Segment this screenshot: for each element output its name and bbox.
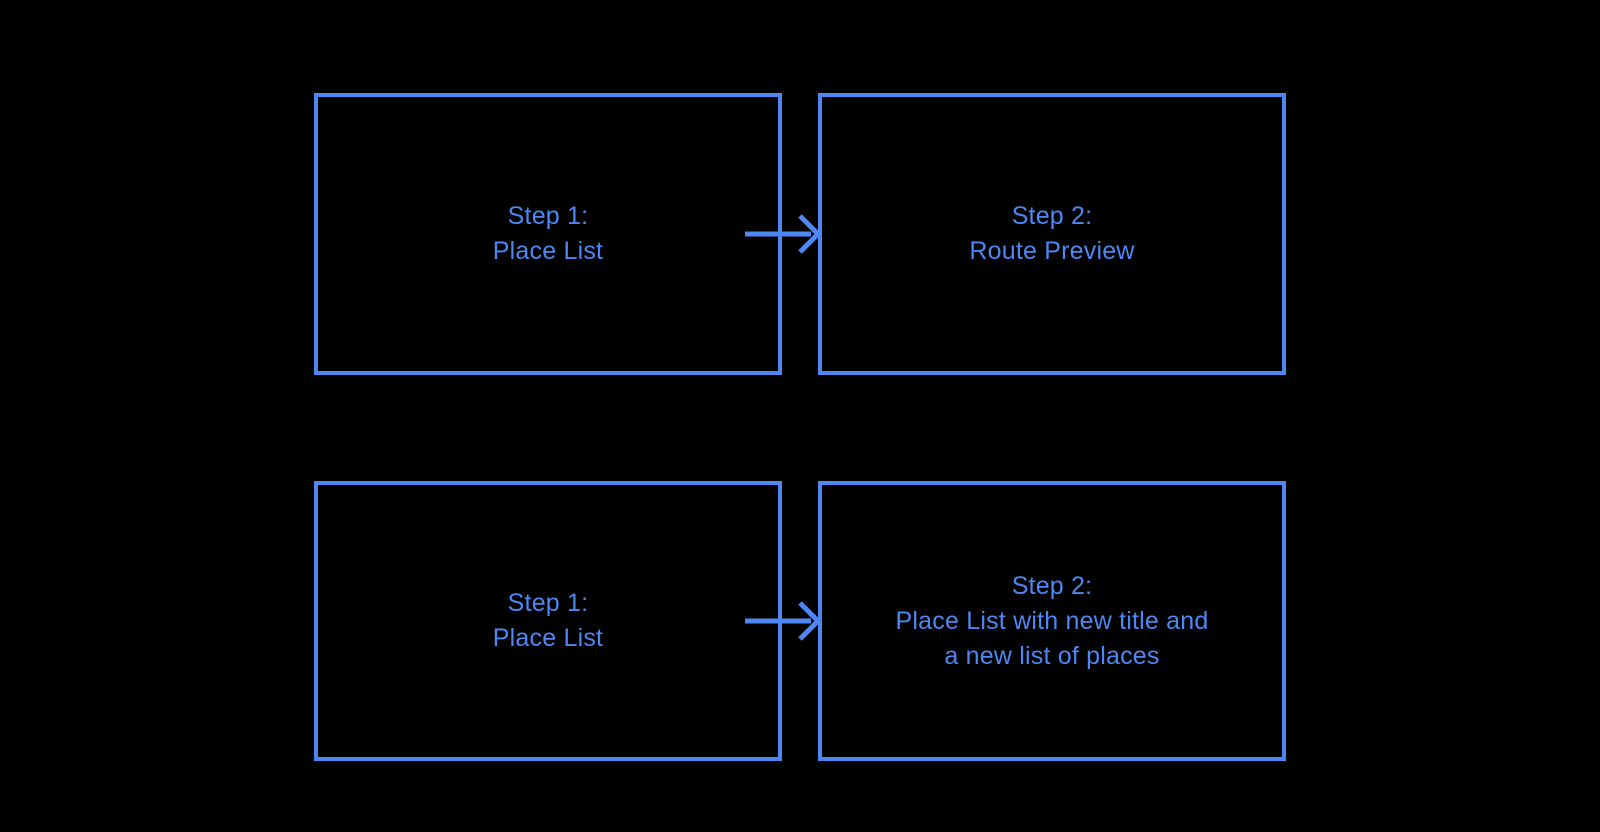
box-label-line: Step 2: (1011, 202, 1093, 230)
box-label-line: Place List (492, 237, 604, 265)
box-label-line: Place List (492, 624, 604, 652)
box-label: Step 1: Place List (493, 199, 603, 269)
box-label: Step 1: Place List (493, 586, 603, 656)
flow-box-step2-new-place-list: Step 2: Place List with new title and a … (818, 481, 1286, 761)
box-label-line: Step 2: (1011, 571, 1093, 600)
flow-box-step1-place-list-bottom: Step 1: Place List (314, 481, 782, 761)
box-label-line: a new list of places (944, 641, 1160, 670)
box-label: Step 2: Route Preview (969, 199, 1134, 269)
box-label: Step 2: Place List with new title and a … (896, 569, 1209, 674)
arrow-right-icon (745, 601, 822, 641)
flow-box-step1-place-list-top: Step 1: Place List (314, 93, 782, 375)
box-label-line: Step 1: (507, 202, 589, 230)
box-label-line: Step 1: (507, 589, 589, 617)
arrow-right-icon (745, 214, 822, 254)
flow-box-step2-route-preview: Step 2: Route Preview (818, 93, 1286, 375)
box-label-line: Route Preview (969, 237, 1135, 265)
box-label-line: Place List with new title and (895, 606, 1209, 635)
